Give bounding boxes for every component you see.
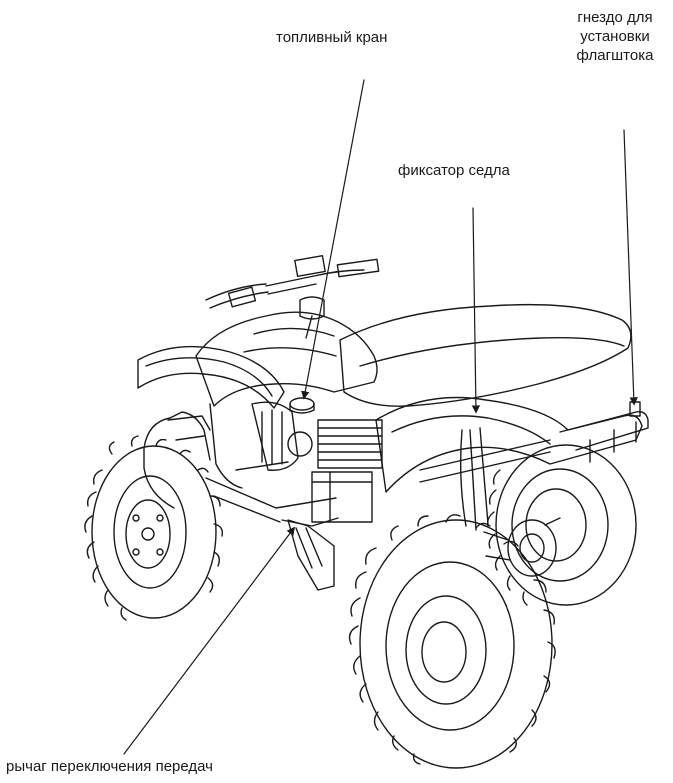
seat bbox=[339, 303, 632, 407]
gear-shift-label: рычаг переключения передач bbox=[6, 758, 213, 775]
frame bbox=[167, 415, 339, 527]
swing-arm bbox=[419, 427, 551, 531]
gear-shift-leader bbox=[123, 526, 296, 755]
seat-lock-leader bbox=[471, 207, 481, 414]
flag-socket-leader bbox=[623, 129, 638, 406]
rear-right-wheel bbox=[486, 444, 637, 606]
flag-socket-label-line1: гнездо для bbox=[577, 9, 653, 26]
callout-lines bbox=[123, 79, 638, 755]
rear-rack bbox=[559, 401, 649, 463]
front-left-wheel bbox=[84, 435, 224, 621]
flag-socket-label-line2: установки bbox=[580, 28, 650, 45]
fuel-valve-leader bbox=[301, 79, 365, 400]
engine bbox=[251, 401, 383, 523]
flag-socket-label-line3: флагштока bbox=[576, 47, 654, 64]
footrest bbox=[287, 519, 335, 591]
flag-socket-label: гнездо для установки флагштока bbox=[560, 8, 670, 65]
rear-hub bbox=[483, 517, 561, 577]
rear-fender bbox=[375, 396, 643, 493]
front-fender bbox=[137, 345, 285, 489]
fuel-tank-body bbox=[195, 311, 378, 414]
rear-left-wheel bbox=[348, 514, 556, 769]
seat-lock-label: фиксатор седла bbox=[398, 162, 510, 179]
handlebar bbox=[205, 254, 380, 339]
fuel-valve-label: топливный кран bbox=[276, 29, 388, 46]
